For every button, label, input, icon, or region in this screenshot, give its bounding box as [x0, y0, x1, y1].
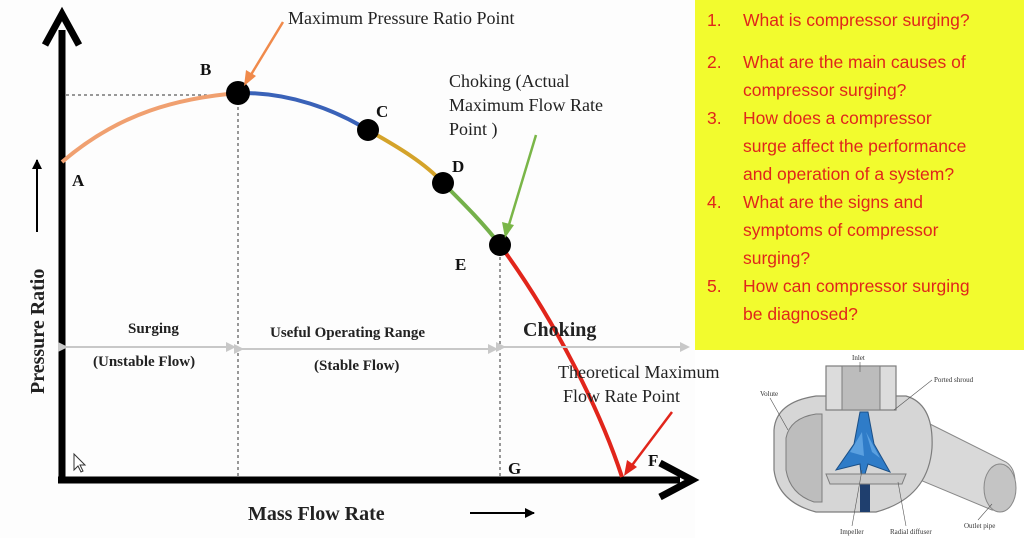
question-text-line: surge affect the performance: [743, 136, 967, 156]
question-text-line: How can compressor surging: [743, 276, 970, 296]
question-number: 5.: [707, 276, 722, 296]
point-b-label: B: [200, 60, 211, 79]
choking-label-line-1: Choking (Actual: [449, 71, 569, 92]
choking-callout-arrow: [506, 134, 538, 229]
y-axis-label: Pressure Ratio: [27, 269, 49, 394]
radial-diffuser-label: Radial diffuser: [890, 528, 932, 536]
x-axis-label: Mass Flow Rate: [248, 503, 385, 525]
region-choking-label: Choking: [523, 319, 596, 341]
shaft-shape: [860, 482, 870, 512]
theoretical-callout-arrowhead: [624, 460, 637, 476]
max-pressure-callout-arrowhead: [244, 70, 256, 86]
region-surging-sublabel: (Unstable Flow): [93, 354, 195, 370]
curve-segment-ab: [60, 91, 239, 164]
curve-segment-bc: [237, 90, 370, 132]
point-e-label: E: [455, 255, 466, 274]
theoretical-label-line-2: Flow Rate Point: [563, 386, 680, 406]
point-e-marker: [489, 234, 511, 256]
x-axis-arrowhead: [658, 459, 700, 501]
compressor-cutaway-image: Inlet Ported shroud Volute Impeller Radi…: [756, 352, 1024, 538]
question-item: 4. What are the signs and symptoms of co…: [701, 188, 1016, 272]
question-number: 3.: [707, 108, 722, 128]
question-item: 2. What are the main causes of compresso…: [701, 48, 1016, 104]
point-d-label: D: [452, 157, 464, 176]
outlet-pipe-opening: [983, 463, 1017, 513]
question-text-line: What are the main causes of: [743, 52, 966, 72]
curve-segment-ef: [498, 243, 624, 478]
point-b-marker: [226, 81, 250, 105]
questions-list: 1. What is compressor surging? 2. What a…: [695, 0, 1024, 328]
choking-label-line-2: Maximum Flow Rate: [449, 95, 603, 115]
point-a-label: A: [72, 171, 85, 190]
point-f-label: F: [648, 451, 658, 470]
choking-label-line-3: Point ): [449, 119, 498, 140]
question-text-line: be diagnosed?: [743, 304, 858, 324]
point-c-marker: [357, 119, 379, 141]
theoretical-callout-arrow: [629, 411, 673, 469]
point-d-marker: [432, 172, 454, 194]
region-useful-label: Useful Operating Range: [270, 325, 425, 341]
theoretical-label-line-1: Theoretical Maximum: [558, 362, 719, 382]
inlet-label: Inlet: [852, 354, 865, 362]
question-text-line: compressor surging?: [743, 80, 907, 100]
outlet-pipe-label: Outlet pipe: [964, 522, 995, 530]
choking-callout-arrowhead: [502, 222, 514, 238]
volute-leader-line: [769, 397, 789, 431]
question-text-line: What is compressor surging?: [743, 10, 970, 30]
impeller-blade: [866, 432, 880, 458]
inlet-bore: [841, 365, 881, 411]
radial-diffuser-leader-line: [897, 481, 907, 527]
question-number: 4.: [707, 192, 722, 212]
outlet-pipe-leader-line: [977, 503, 993, 521]
region-surging-label: Surging: [128, 321, 179, 337]
question-text-line: surging?: [743, 248, 811, 268]
mouse-cursor-icon: [73, 452, 87, 473]
max-pressure-callout-arrow: [247, 21, 285, 79]
question-item: 5. How can compressor surging be diagnos…: [701, 272, 1016, 328]
ported-shroud-label: Ported shroud: [934, 376, 974, 384]
question-text-line: and operation of a system?: [743, 164, 955, 184]
question-item: 3. How does a compressor surge affect th…: [701, 104, 1016, 188]
radial-diffuser-shape: [825, 473, 907, 485]
question-item: 1. What is compressor surging?: [701, 6, 1016, 34]
question-number: 2.: [707, 52, 722, 72]
point-c-label: C: [376, 102, 388, 121]
y-axis-arrowhead: [41, 6, 83, 47]
impeller-blade: [850, 432, 864, 456]
max-pressure-label: Maximum Pressure Ratio Point: [288, 8, 515, 28]
question-text-line: What are the signs and: [743, 192, 923, 212]
volute-label: Volute: [760, 390, 778, 398]
region-useful-sublabel: (Stable Flow): [314, 358, 399, 374]
volute-cut-face: [785, 413, 823, 503]
point-g-label: G: [508, 459, 521, 478]
question-number: 1.: [707, 10, 722, 30]
questions-panel: 1. What is compressor surging? 2. What a…: [695, 0, 1024, 350]
question-text-line: symptoms of compressor: [743, 220, 939, 240]
impeller-leader-line: [851, 469, 863, 527]
impeller-label: Impeller: [840, 528, 864, 536]
question-text-line: How does a compressor: [743, 108, 932, 128]
ported-shroud-leader-line: [893, 379, 933, 411]
